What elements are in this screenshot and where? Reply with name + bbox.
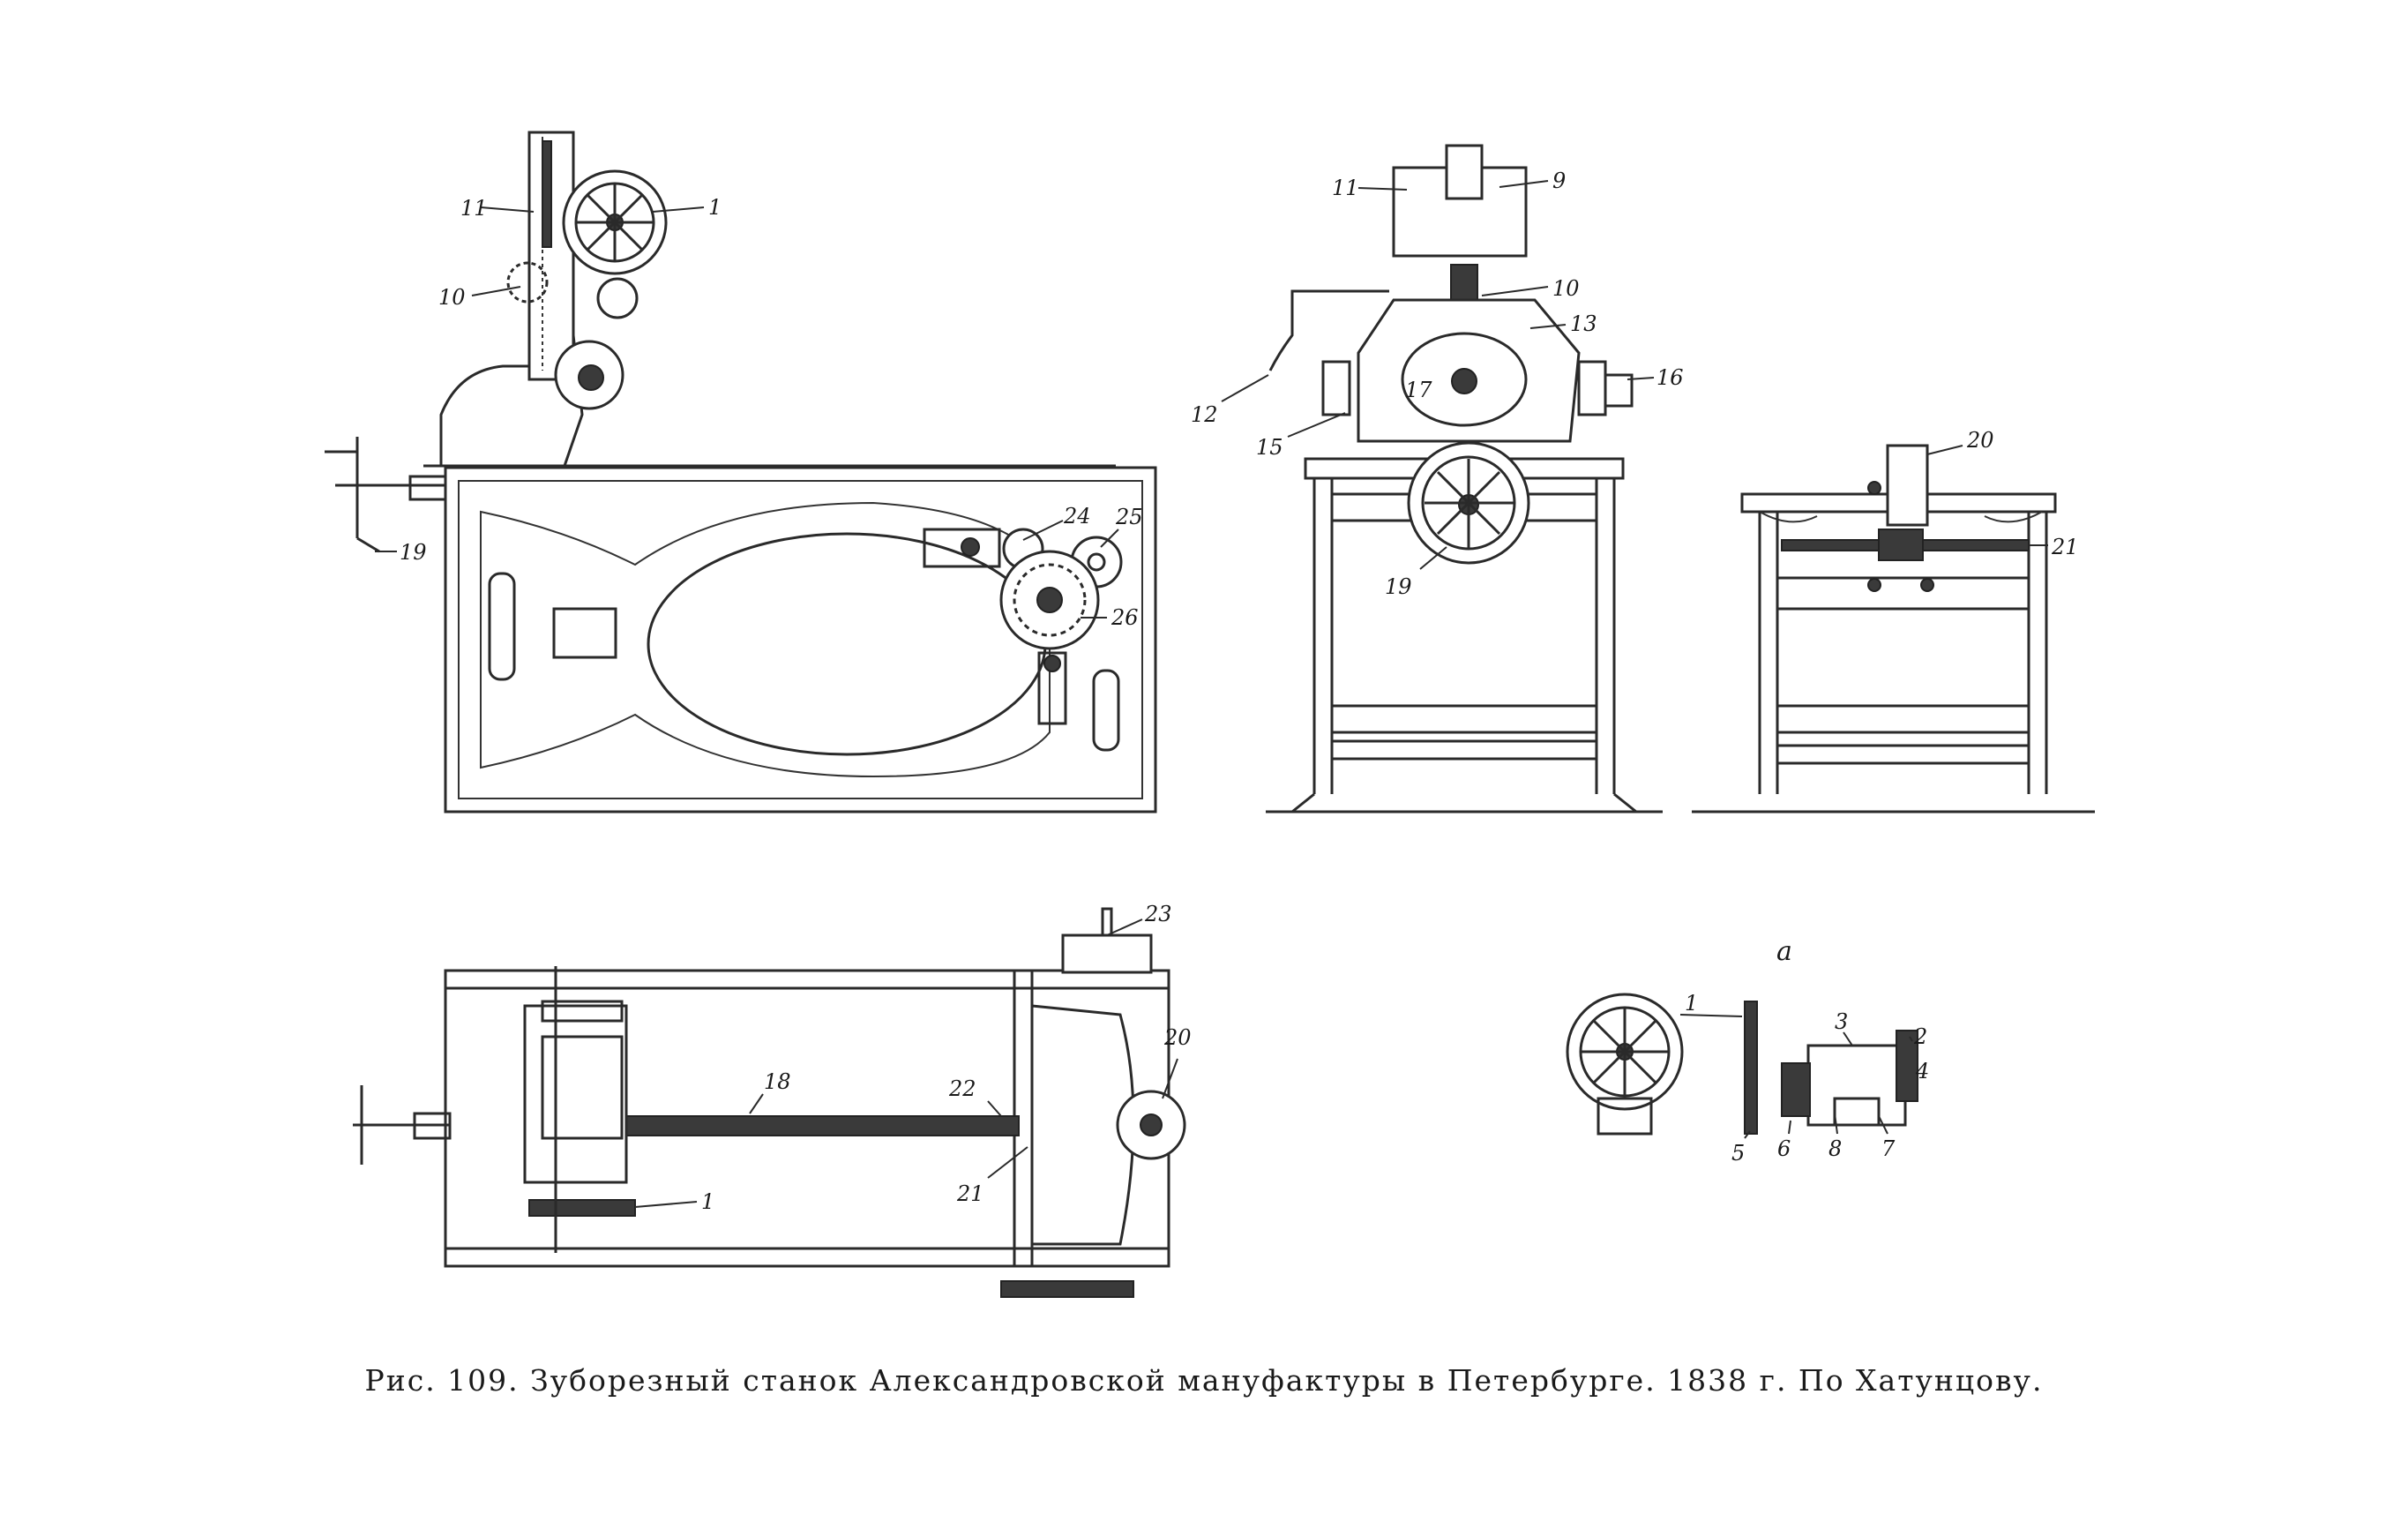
detail-label: 7 — [1881, 1136, 1896, 1161]
labels: 11 1 10 19 24 25 26 11 9 10 13 12 17 16 … — [375, 169, 2079, 1214]
front-label: 17 — [1405, 378, 1432, 402]
plan-label: 1 — [701, 1189, 714, 1214]
side-label: 10 — [438, 285, 466, 310]
side-label: 24 — [1063, 504, 1091, 529]
front-label: 12 — [1191, 402, 1218, 427]
detail-a — [1566, 993, 1918, 1136]
end-view — [1692, 444, 2095, 813]
plan-pulley-23 — [1061, 933, 1153, 974]
side-label: 26 — [1111, 605, 1139, 630]
end-spindle-20 — [1886, 444, 1929, 527]
side-frame — [444, 466, 1157, 813]
side-label: 1 — [708, 195, 722, 220]
front-label: 9 — [1552, 169, 1566, 193]
side-label: 19 — [400, 540, 427, 565]
plan-label: 18 — [764, 1069, 791, 1094]
detail-body-3 — [1806, 1044, 1907, 1127]
plan-label: 20 — [1163, 1025, 1192, 1050]
detail-gear-2 — [1896, 1030, 1918, 1102]
detail-label: 8 — [1828, 1136, 1842, 1161]
detail-title: а — [1776, 936, 1792, 967]
detail-label: 3 — [1835, 1009, 1848, 1034]
side-label: 25 — [1115, 505, 1143, 529]
front-label: 11 — [1332, 176, 1359, 200]
side-label: 11 — [460, 196, 488, 221]
detail-label: 5 — [1731, 1141, 1745, 1166]
plan-label: 21 — [956, 1181, 984, 1206]
plan-handwheel-1 — [528, 1199, 636, 1217]
detail-label: 1 — [1685, 991, 1698, 1016]
front-label: 10 — [1552, 276, 1580, 301]
end-label: 21 — [2051, 535, 2079, 559]
front-label: 19 — [1385, 574, 1412, 599]
figure-caption: Рис. 109. Зуборезный станок Александровс… — [364, 1363, 2044, 1398]
front-label: 13 — [1570, 311, 1597, 336]
detail-label: 6 — [1777, 1136, 1791, 1161]
detail-disc-5 — [1744, 1001, 1758, 1135]
front-label: 16 — [1656, 365, 1684, 390]
plan-label: 23 — [1144, 902, 1172, 926]
detail-label: 4 — [1915, 1059, 1929, 1083]
front-view — [1266, 144, 1663, 813]
side-view — [325, 131, 1157, 813]
plan-view — [353, 907, 1186, 1298]
detail-label: 2 — [1913, 1024, 1927, 1049]
plan-label: 22 — [948, 1076, 976, 1101]
side-square-opening — [552, 607, 617, 659]
end-label: 20 — [1966, 428, 1994, 453]
front-label: 15 — [1256, 435, 1283, 460]
